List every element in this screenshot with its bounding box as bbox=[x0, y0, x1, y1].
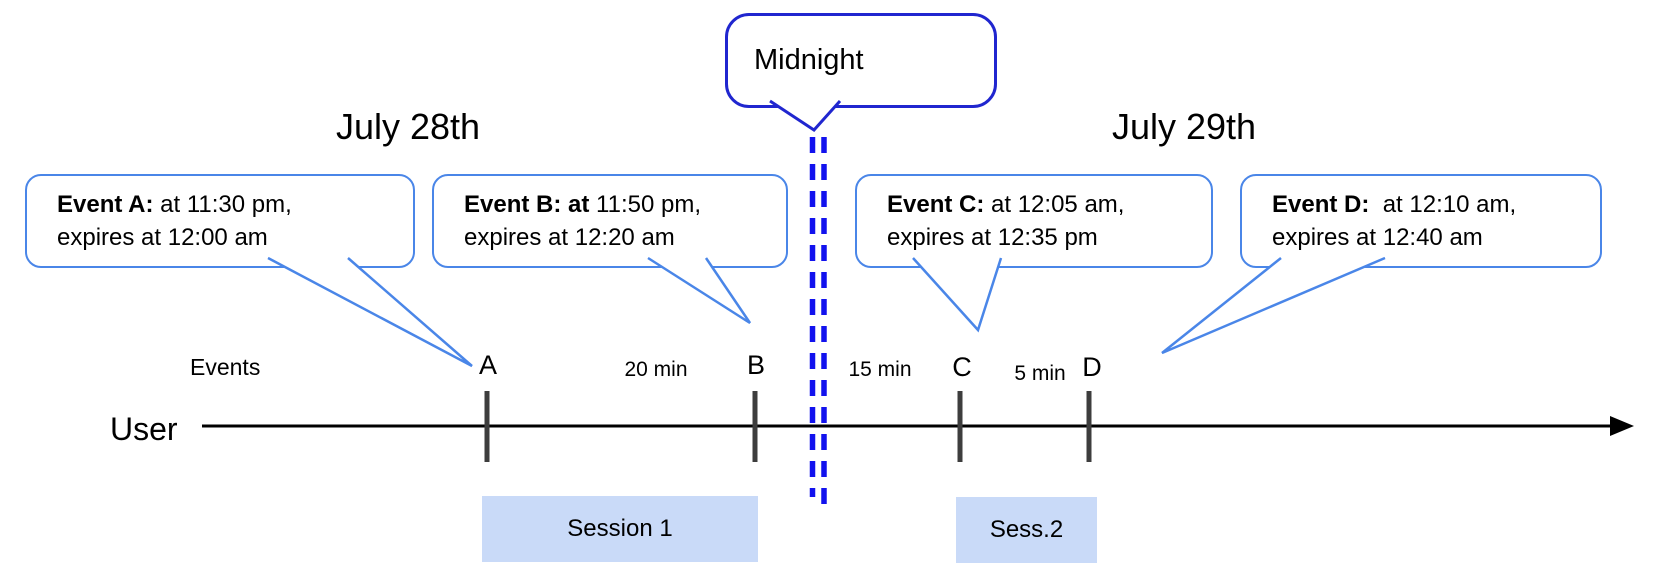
event-b-text-line2: expires at 12:20 am bbox=[464, 224, 675, 251]
event-c-time: at 12:05 am, bbox=[984, 191, 1125, 218]
event-d-text-line1: Event D: at 12:10 am, bbox=[1272, 188, 1590, 221]
event-b-callout: Event B: at 11:50 pm, expires at 12:20 a… bbox=[432, 174, 788, 268]
event-a-text-line2: expires at 12:00 am bbox=[57, 224, 268, 251]
midnight-callout: Midnight bbox=[725, 13, 997, 108]
marker-a-label: A bbox=[478, 350, 498, 380]
interval-b-c-label: 15 min bbox=[848, 358, 912, 381]
events-row-label: Events bbox=[190, 354, 261, 380]
marker-c-label: C bbox=[952, 352, 972, 382]
midnight-label: Midnight bbox=[754, 44, 864, 76]
session-1-box: Session 1 bbox=[482, 496, 758, 562]
event-c-callout: Event C: at 12:05 am, expires at 12:35 p… bbox=[855, 174, 1213, 268]
event-d-name: Event D: bbox=[1272, 191, 1370, 218]
session-2-box: Sess.2 bbox=[956, 497, 1097, 563]
event-a-time: at 11:30 pm, bbox=[153, 191, 292, 218]
event-c-text-line1: Event C: at 12:05 am, bbox=[887, 188, 1201, 221]
session-1-label: Session 1 bbox=[567, 515, 673, 542]
timeline-arrowhead-icon bbox=[1610, 416, 1634, 436]
event-c-text-line2: expires at 12:35 pm bbox=[887, 224, 1098, 251]
marker-d-label: D bbox=[1082, 352, 1102, 382]
event-c-name: Event C: bbox=[887, 191, 985, 218]
event-a-callout: Event A: at 11:30 pm, expires at 12:00 a… bbox=[25, 174, 415, 268]
interval-c-d-label: 5 min bbox=[1014, 362, 1066, 385]
event-b-text-line1: Event B: at 11:50 pm, bbox=[464, 188, 776, 221]
event-d-text-line2: expires at 12:40 am bbox=[1272, 224, 1483, 251]
user-row-label: User bbox=[110, 411, 178, 447]
session-2-label: Sess.2 bbox=[989, 516, 1064, 543]
interval-a-b-label: 20 min bbox=[624, 358, 688, 381]
event-a-text-line1: Event A: at 11:30 pm, bbox=[57, 188, 403, 221]
event-d-time: at 12:10 am, bbox=[1369, 191, 1517, 218]
date-label-july-29: July 29th bbox=[1111, 106, 1257, 147]
date-label-july-28: July 28th bbox=[335, 106, 481, 147]
event-a-name: Event A: bbox=[57, 191, 154, 218]
event-d-callout: Event D: at 12:10 am, expires at 12:40 a… bbox=[1240, 174, 1602, 268]
event-b-name: Event B: at bbox=[464, 191, 590, 218]
marker-b-label: B bbox=[746, 350, 766, 380]
event-b-time: 11:50 pm, bbox=[589, 191, 701, 218]
